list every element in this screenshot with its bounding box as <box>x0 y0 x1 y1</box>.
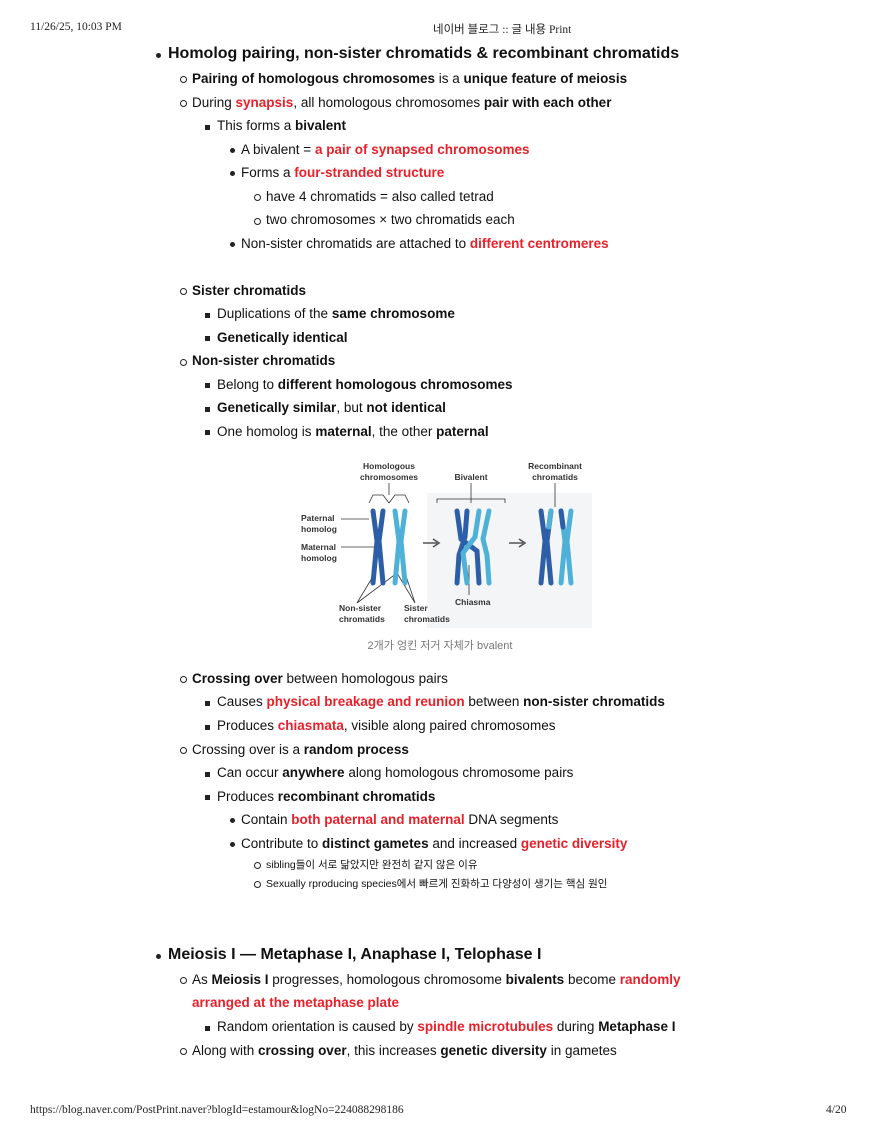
homologous-bracket <box>368 483 410 504</box>
bullet-circle <box>180 977 187 984</box>
arrow-1 <box>423 538 441 548</box>
bivalent-bracket <box>436 483 506 503</box>
bivalent-diagram: Homologous chromosomes Bivalent Recombin… <box>297 455 597 630</box>
bullet-circle <box>254 881 261 888</box>
label-bivalent: Bivalent <box>454 472 487 482</box>
bullet-disc <box>230 148 235 153</box>
label-homologous: Homologous <box>363 461 415 471</box>
bullet-disc <box>230 242 235 247</box>
list-item: One homolog is maternal, the other pater… <box>217 424 489 439</box>
label-nonsister: Non-sister <box>339 603 382 613</box>
label-recombinant-chromatids: chromatids <box>532 472 578 482</box>
list-item: have 4 chromatids = also called tetrad <box>266 189 494 204</box>
bullet-disc <box>156 53 161 58</box>
list-item: Belong to different homologous chromosom… <box>217 377 513 392</box>
list-item: Genetically similar, but not identical <box>217 400 446 415</box>
bullet-disc <box>230 818 235 823</box>
bullet-square <box>205 430 210 435</box>
bullet-square <box>205 701 210 706</box>
label-sister: Sister <box>404 603 428 613</box>
list-item: As Meiosis I progresses, homologous chro… <box>192 972 681 987</box>
bullet-circle <box>254 218 261 225</box>
section-heading: Homolog pairing, non-sister chromatids &… <box>168 45 680 62</box>
list-item: Non-sister chromatids <box>192 353 336 368</box>
bullet-square <box>205 407 210 412</box>
list-item: Forms a four-stranded structure <box>241 165 445 180</box>
label-chiasma: Chiasma <box>455 597 491 607</box>
label-maternal: Maternal <box>301 542 336 552</box>
print-url: https://blog.naver.com/PostPrint.naver?b… <box>30 1104 404 1116</box>
label-sister-chromatids: chromatids <box>404 614 450 624</box>
list-item: This forms a bivalent <box>217 118 347 133</box>
list-item: Duplications of the same chromosome <box>217 306 455 321</box>
label-paternal-homolog: homolog <box>301 524 337 534</box>
list-item: two chromosomes × two chromatids each <box>266 212 515 227</box>
bullet-square <box>205 772 210 777</box>
list-item: A bivalent = a pair of synapsed chromoso… <box>241 142 530 157</box>
print-title: 네이버 블로그 :: 글 내용 Print <box>433 24 572 36</box>
label-maternal-homolog: homolog <box>301 553 337 563</box>
bullet-circle <box>180 676 187 683</box>
figure-caption: 2개가 엉킨 저거 자체가 bvalent <box>367 640 513 652</box>
bullet-circle <box>180 100 187 107</box>
list-item: Sexually rproducing species에서 빠르게 진화하고 다… <box>266 878 608 890</box>
bullet-square <box>205 125 210 130</box>
recombinant-chromosomes <box>538 508 574 586</box>
arrow-2 <box>509 538 527 548</box>
bullet-circle <box>180 359 187 366</box>
list-item: Produces chiasmata, visible along paired… <box>217 718 556 733</box>
list-item-continuation: arranged at the metaphase plate <box>192 995 400 1010</box>
list-item: Non-sister chromatids are attached to di… <box>241 236 609 251</box>
list-item: Can occur anywhere along homologous chro… <box>217 765 574 780</box>
bullet-disc <box>156 954 161 959</box>
list-item: Causes physical breakage and reunion bet… <box>217 694 665 709</box>
list-item: Genetically identical <box>217 330 348 345</box>
bullet-square <box>205 313 210 318</box>
list-item: Pairing of homologous chromosomes is a u… <box>192 71 628 86</box>
bullet-square <box>205 383 210 388</box>
bullet-circle <box>180 1048 187 1055</box>
list-item: Sister chromatids <box>192 283 307 298</box>
list-item: Contain both paternal and maternal DNA s… <box>241 812 559 827</box>
homologous-chromosomes <box>370 508 408 586</box>
list-item: sibling들이 서로 닮았지만 완전히 같지 않은 이유 <box>266 859 478 871</box>
label-recombinant: Recombinant <box>528 461 582 471</box>
list-item: During synapsis, all homologous chromoso… <box>192 95 612 110</box>
list-item: Along with crossing over, this increases… <box>192 1043 617 1058</box>
list-item: Produces recombinant chromatids <box>217 789 436 804</box>
bullet-square <box>205 1026 210 1031</box>
label-paternal: Paternal <box>301 513 335 523</box>
bullet-circle <box>254 862 261 869</box>
list-item: Crossing over between homologous pairs <box>192 671 448 686</box>
bullet-square <box>205 795 210 800</box>
page-number: 4/20 <box>826 1104 847 1116</box>
list-item: Crossing over is a random process <box>192 742 409 757</box>
print-datetime: 11/26/25, 10:03 PM <box>30 21 122 33</box>
bullet-disc <box>230 171 235 176</box>
bullet-circle <box>180 76 187 83</box>
bullet-square <box>205 725 210 730</box>
bullet-square <box>205 336 210 341</box>
bullet-circle <box>180 288 187 295</box>
section-heading: Meiosis I — Metaphase I, Anaphase I, Tel… <box>168 946 542 963</box>
homolog-pointers <box>341 518 375 548</box>
bivalent-chromosomes <box>454 508 492 586</box>
list-item: Contribute to distinct gametes and incre… <box>241 836 628 851</box>
bullet-disc <box>230 842 235 847</box>
label-nonsister-chromatids: chromatids <box>339 614 385 624</box>
bullet-circle <box>180 747 187 754</box>
chromatid-pointers <box>356 572 416 604</box>
list-item: Random orientation is caused by spindle … <box>217 1019 676 1034</box>
bullet-circle <box>254 194 261 201</box>
label-chromosomes: chromosomes <box>360 472 418 482</box>
